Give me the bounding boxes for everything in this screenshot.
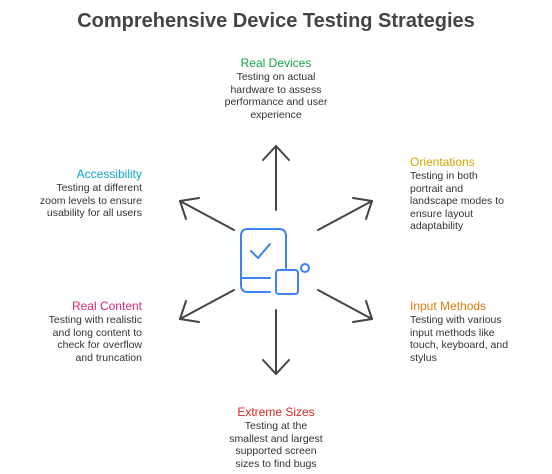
item-line: sizes to find bugs <box>235 457 317 470</box>
arrow-up <box>262 145 290 211</box>
page-title: Comprehensive Device Testing Strategies <box>77 10 475 32</box>
item-line: landscape modes to <box>410 195 504 207</box>
item-line: and truncation <box>75 351 142 364</box>
mobile-check-icon <box>240 228 310 295</box>
item-real-devices: Real Devices Testing on actual hardware … <box>196 56 356 121</box>
item-line: Testing at different <box>56 182 142 194</box>
item-real-content: Real Content Testing with realistic and … <box>2 299 142 364</box>
item-line: touch, keyboard, and <box>410 339 509 351</box>
item-line: experience <box>250 108 302 121</box>
item-line: Testing with realistic <box>48 314 142 326</box>
item-line: supported screen <box>235 445 317 457</box>
item-line: check for overflow <box>57 339 142 351</box>
item-heading: Input Methods <box>410 299 487 313</box>
item-line: adaptability <box>410 220 464 232</box>
item-heading: Extreme Sizes <box>237 405 315 419</box>
arrows <box>179 145 373 375</box>
arrow-lower-right <box>317 289 373 323</box>
item-line: hardware to assess <box>230 83 322 96</box>
item-line: usability for all users <box>46 207 142 219</box>
item-extreme-sizes: Extreme Sizes Testing at the smallest an… <box>196 405 356 470</box>
item-line: Testing on actual <box>236 71 316 83</box>
arrow-upper-left <box>179 197 235 231</box>
arrow-down <box>262 309 290 375</box>
item-heading: Real Devices <box>240 56 312 70</box>
item-line: input methods like <box>410 326 495 339</box>
item-line: Testing in both <box>410 170 478 182</box>
item-line: performance and user <box>224 96 328 108</box>
item-line: Testing at the <box>244 420 308 432</box>
item-accessibility: Accessibility Testing at different zoom … <box>2 167 142 220</box>
item-line: stylus <box>410 351 437 364</box>
arrow-upper-right <box>317 197 373 231</box>
item-line: ensure layout <box>410 207 474 220</box>
arrow-lower-left <box>179 289 235 323</box>
item-heading: Real Content <box>71 299 142 313</box>
item-input-methods: Input Methods Testing with various input… <box>410 299 550 364</box>
item-line: Testing with various <box>410 314 502 326</box>
item-line: portrait and <box>410 182 464 195</box>
item-heading: Accessibility <box>76 167 142 181</box>
item-heading: Orientations <box>410 155 475 169</box>
item-line: zoom levels to ensure <box>39 194 142 207</box>
item-orientations: Orientations Testing in both portrait an… <box>410 155 550 233</box>
item-line: and long content to <box>52 326 142 339</box>
item-line: smallest and largest <box>229 432 323 445</box>
